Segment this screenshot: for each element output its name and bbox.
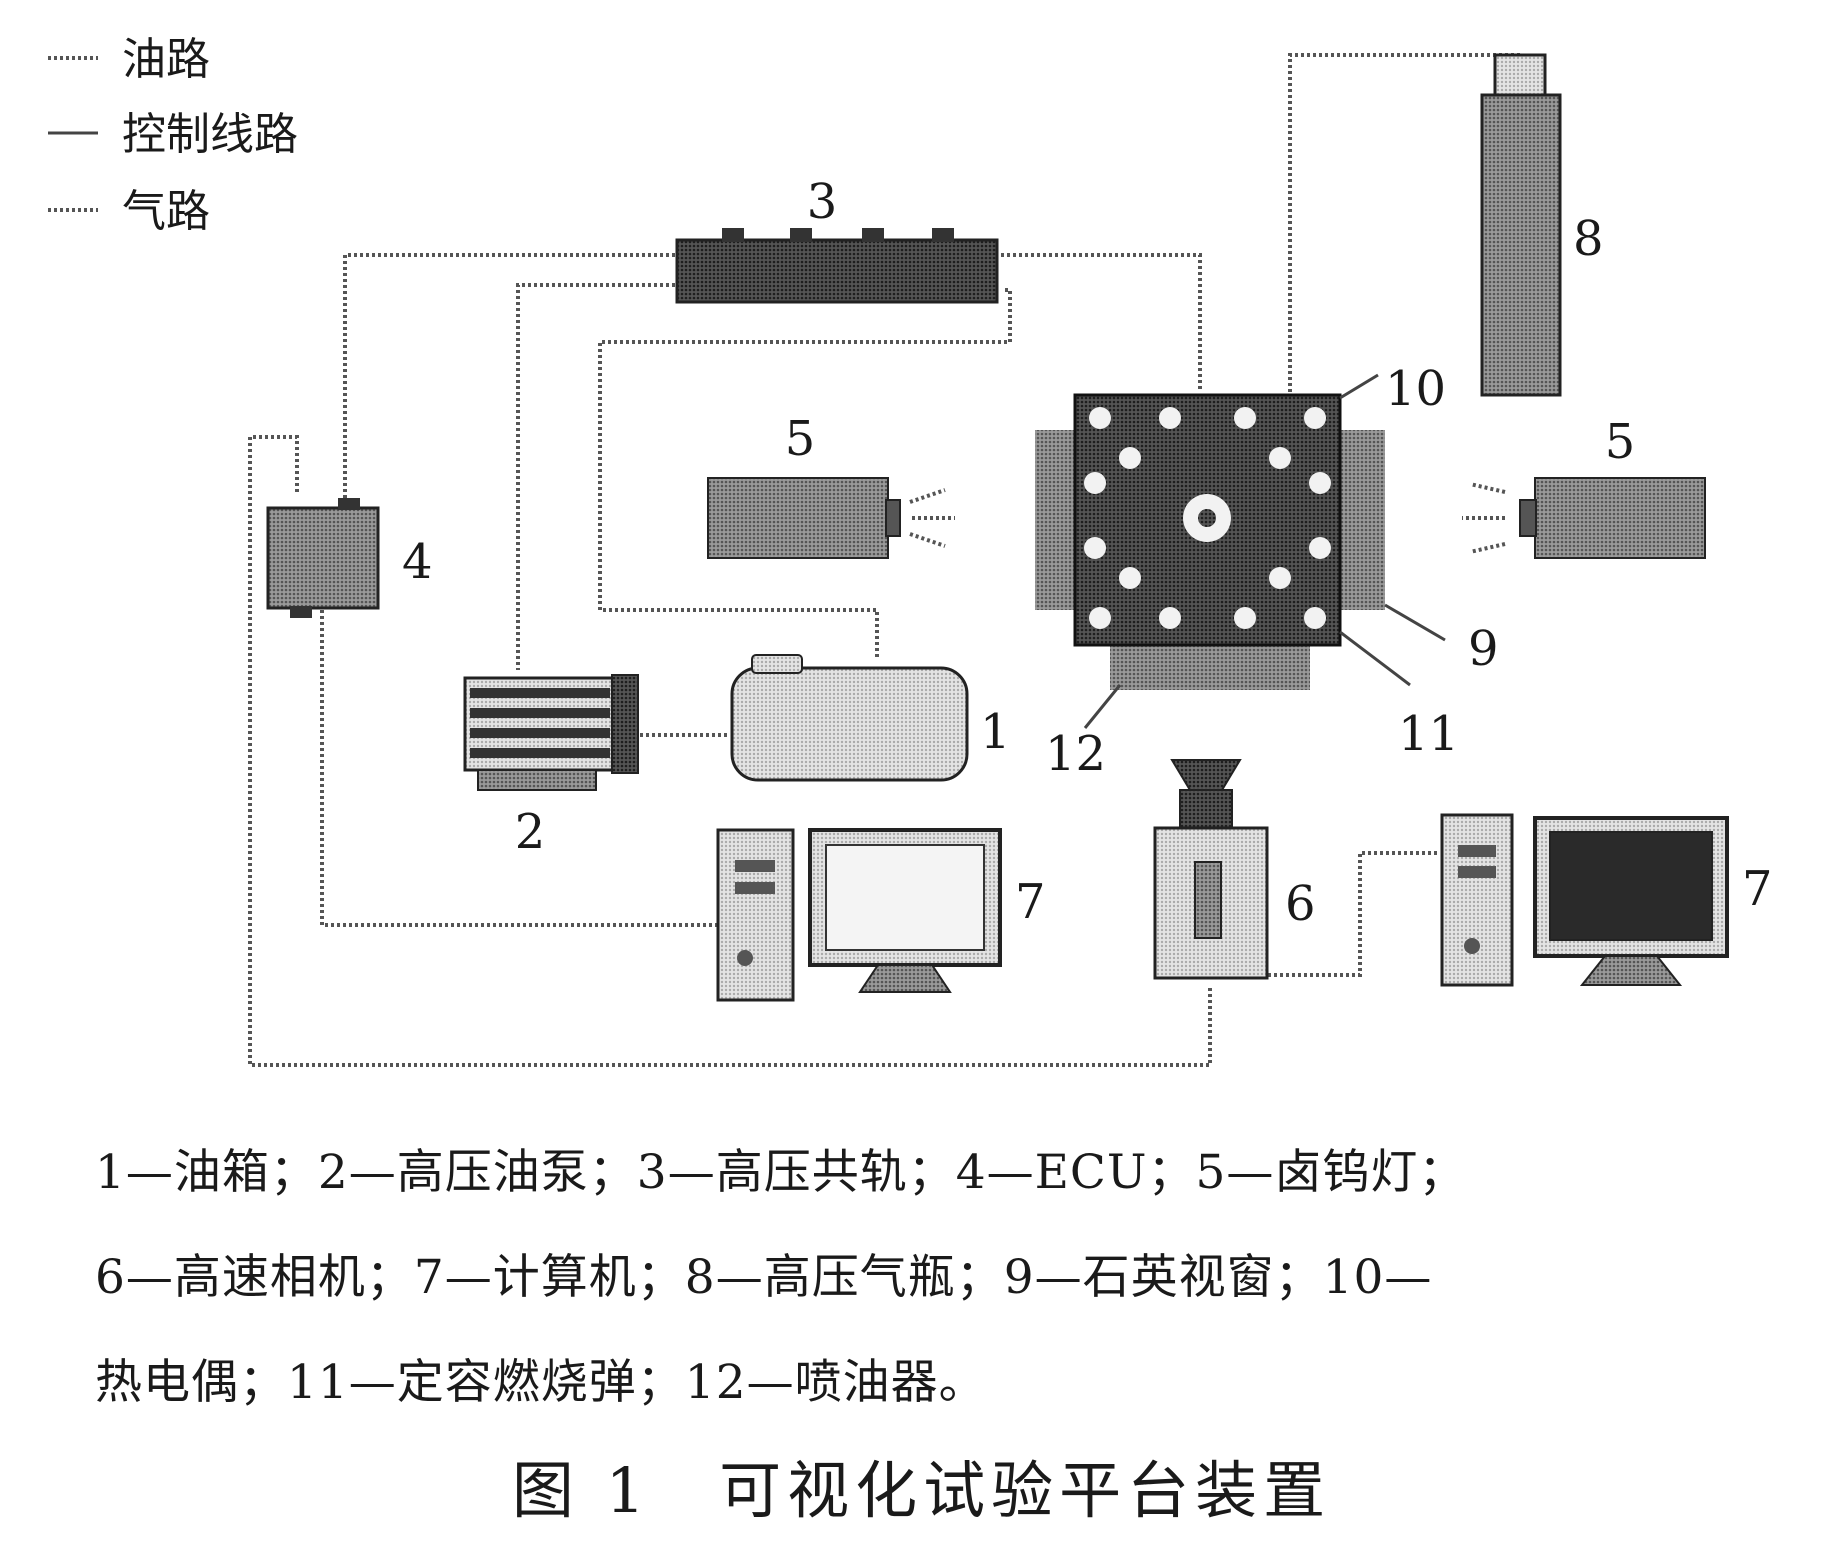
connection-lines <box>248 53 1520 1067</box>
label-lamp-right: 5 <box>1605 414 1636 470</box>
label-quartz-window: 9 <box>1468 621 1499 677</box>
figure-title: 图 1 可视化试验平台装置 <box>511 1454 1332 1527</box>
high-pressure-pump: 2 <box>463 674 639 860</box>
label-computer-right: 7 <box>1742 861 1773 917</box>
label-common-rail: 3 <box>807 174 838 230</box>
legend-item-gas: 气路 <box>48 186 210 237</box>
bomb-bolts <box>1084 407 1331 629</box>
label-injector: 12 <box>1045 726 1106 782</box>
label-camera: 6 <box>1285 876 1316 932</box>
legend-item-control: 控制线路 <box>48 109 298 160</box>
label-thermocouple: 10 <box>1385 361 1446 417</box>
fuel-tank: 1 <box>730 654 1011 782</box>
figure-caption: 1—油箱；2—高压油泵；3—高压共轨；4—ECU；5—卤钨灯； 6—高速相机；7… <box>95 1120 1795 1435</box>
ecu: 4 <box>266 498 433 618</box>
caption-line-1: 1—油箱；2—高压油泵；3—高压共轨；4—ECU；5—卤钨灯； <box>95 1145 1467 1200</box>
label-combustion-bomb: 11 <box>1398 706 1459 762</box>
label-pump: 2 <box>515 804 546 860</box>
legend-item-fuel: 油路 <box>48 34 210 85</box>
label-computer-left: 7 <box>1015 874 1046 930</box>
legend: 油路 控制线路 气路 <box>48 34 298 237</box>
label-ecu: 4 <box>402 534 433 590</box>
label-lamp-left: 5 <box>785 411 816 467</box>
label-gas-cylinder: 8 <box>1573 211 1604 267</box>
halogen-lamp-right: 5 <box>1462 414 1706 559</box>
combustion-bomb: 10 9 11 12 <box>1035 361 1499 782</box>
computer-left: 7 <box>716 828 1046 1002</box>
legend-label-gas: 气路 <box>122 186 210 237</box>
setup-diagram: 油路 控制线路 气路 <box>48 34 1773 1067</box>
label-fuel-tank: 1 <box>980 704 1011 760</box>
computer-right: 7 <box>1440 813 1773 987</box>
halogen-lamp-left: 5 <box>707 411 955 559</box>
legend-label-fuel: 油路 <box>122 34 210 85</box>
gas-cylinder: 8 <box>1480 53 1604 397</box>
caption-line-2: 6—高速相机；7—计算机；8—高压气瓶；9—石英视窗；10— <box>95 1250 1433 1305</box>
high-speed-camera: 6 <box>1153 759 1316 980</box>
legend-label-control: 控制线路 <box>122 109 298 160</box>
common-rail: 3 <box>675 174 999 304</box>
caption-line-3: 热电偶；11—定容燃烧弹；12—喷油器。 <box>95 1355 987 1410</box>
